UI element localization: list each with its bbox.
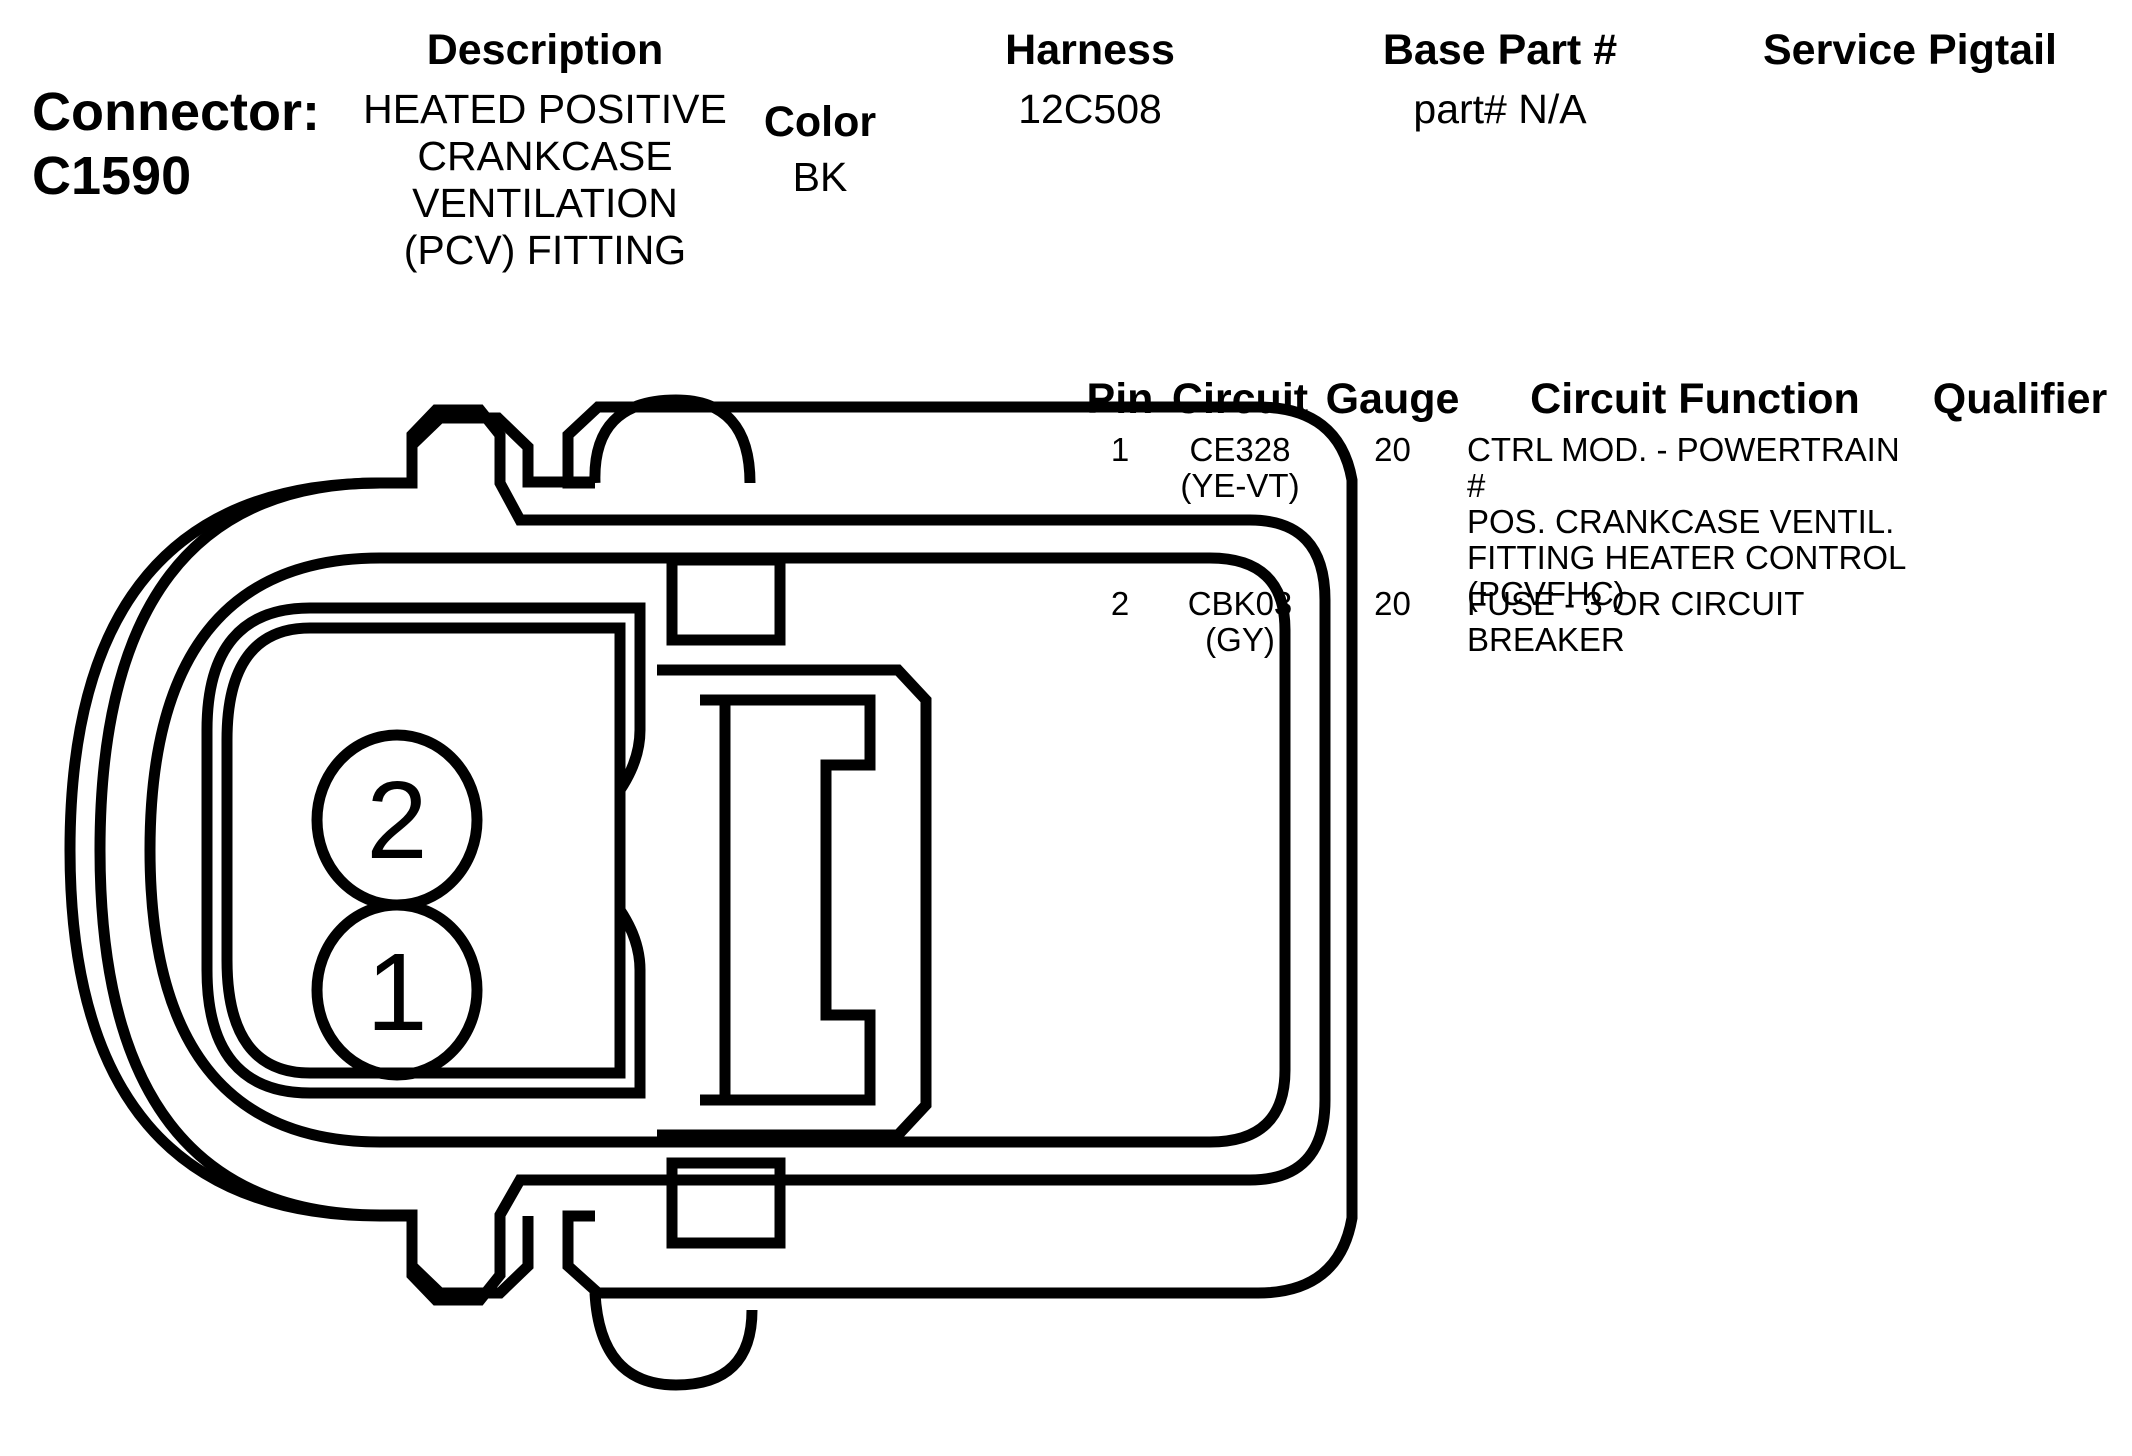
latch-top-tab: [666, 554, 786, 646]
latch-frame: [657, 664, 932, 1141]
qualifier-column-header: Qualifier: [1932, 375, 2108, 423]
circuit-code: CE328: [1189, 431, 1291, 468]
pin-column-header: Pin: [1086, 375, 1154, 423]
table-row-1-pin: 1: [1110, 431, 1130, 468]
description-value: HEATED POSITIVE CRANKCASE VENTILATION (P…: [330, 86, 760, 274]
table-row-2-function: FUSE - 3 OR CIRCUIT BREAKER: [1467, 586, 1917, 658]
circuit-column-header: Circuit: [1171, 375, 1309, 423]
function-line: (PCVFHC): [1467, 575, 1625, 612]
table-row-2-pin: 2: [1110, 585, 1130, 622]
description-header: Description: [426, 26, 664, 74]
function-line: FUSE - 3 OR CIRCUIT: [1467, 585, 1805, 622]
circuit-color: (GY): [1205, 621, 1275, 658]
pin-1-label: 1: [366, 931, 427, 1054]
color-header: Color: [763, 98, 877, 146]
table-row-1-gauge: 20: [1374, 431, 1411, 468]
circuit-color: (YE-VT): [1180, 467, 1300, 504]
pin-cavity-inner: [221, 622, 626, 1079]
harness-value: 12C508: [1018, 86, 1162, 132]
connector-label: Connector:: [32, 82, 320, 142]
table-row-2-gauge: 20: [1374, 585, 1411, 622]
latch-bar: [700, 694, 876, 1106]
description-line: CRANKCASE: [417, 133, 673, 179]
function-line: CTRL MOD. - POWERTRAIN #: [1467, 431, 1900, 504]
latch-bottom-tab: [666, 1157, 786, 1249]
gauge-column-header: Gauge: [1325, 375, 1460, 423]
harness-header: Harness: [1005, 26, 1175, 74]
table-row-2-circuit: CBK03 (GY): [1165, 586, 1315, 658]
connector-id: C1590: [32, 146, 192, 206]
table-row-1-function: CTRL MOD. - POWERTRAIN # POS. CRANKCASE …: [1467, 432, 1917, 612]
pin-cavity: [201, 602, 646, 1099]
inner-ring: [144, 552, 1291, 1148]
function-line: BREAKER: [1467, 621, 1625, 658]
base-part-header: Base Part #: [1382, 26, 1618, 74]
bottom-bump: [589, 1292, 758, 1391]
table-row-1-circuit: CE328 (YE-VT): [1165, 432, 1315, 504]
pin-2-label: 2: [366, 759, 427, 882]
top-bump: [589, 394, 756, 484]
housing-left-arc: [64, 477, 412, 1222]
housing-outline: [406, 401, 1358, 1299]
base-part-value: part# N/A: [1413, 86, 1587, 132]
description-line: (PCV) FITTING: [403, 227, 687, 273]
pin-1-circle: [311, 899, 483, 1081]
housing-ring: [94, 404, 1331, 1306]
description-line: VENTILATION: [412, 180, 678, 226]
circuit-code: CBK03: [1187, 585, 1293, 622]
color-value: BK: [792, 154, 848, 200]
circuit-function-column-header: Circuit Function: [1530, 375, 1860, 423]
description-line: HEATED POSITIVE: [363, 86, 727, 132]
function-line: FITTING HEATER CONTROL: [1467, 539, 1907, 576]
service-pigtail-header: Service Pigtail: [1763, 26, 2057, 74]
function-line: POS. CRANKCASE VENTIL.: [1467, 503, 1895, 540]
